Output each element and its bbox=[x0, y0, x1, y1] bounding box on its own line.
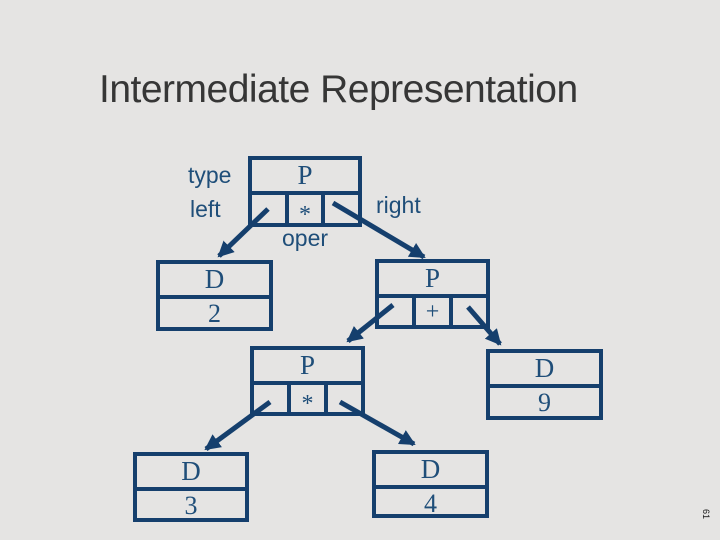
tree-node-d3: D 3 bbox=[133, 452, 249, 522]
asterisk-symbol: * bbox=[301, 391, 314, 417]
node-left-pointer-cell bbox=[252, 195, 285, 223]
node-left-pointer-cell bbox=[379, 298, 412, 325]
node-type-cell: P bbox=[424, 263, 441, 293]
node-right-pointer-cell bbox=[321, 195, 358, 223]
node-value-cell: 3 bbox=[137, 487, 245, 521]
tree-node-d2: D 2 bbox=[156, 260, 273, 331]
asterisk-symbol: * bbox=[299, 201, 311, 228]
node-value-cell: 2 bbox=[160, 295, 269, 329]
field-label-oper: oper bbox=[282, 225, 329, 251]
node-type-cell: D bbox=[420, 454, 441, 484]
node-pointer-row: + bbox=[379, 294, 486, 325]
field-label-type: type bbox=[188, 162, 232, 188]
node-type-cell: D bbox=[204, 264, 225, 294]
field-label-right: right bbox=[376, 192, 421, 218]
tree-node-d4: D 4 bbox=[372, 450, 489, 518]
tree-node-d9: D 9 bbox=[486, 349, 603, 420]
tree-node-mul2: P * bbox=[250, 346, 365, 417]
tree-node-plus: P + bbox=[375, 259, 490, 329]
node-right-pointer-cell bbox=[324, 385, 361, 412]
node-type-cell: D bbox=[534, 353, 555, 383]
node-pointer-row: * bbox=[252, 191, 358, 228]
node-type-cell: D bbox=[181, 456, 201, 486]
node-value-cell: 9 bbox=[490, 384, 599, 418]
node-left-pointer-cell bbox=[254, 385, 287, 412]
slide-title: Intermediate Representation bbox=[99, 68, 578, 111]
field-label-left: left bbox=[190, 196, 221, 222]
node-oper-cell: + bbox=[412, 298, 449, 325]
node-oper-cell: * bbox=[284, 195, 322, 228]
node-value-cell: 4 bbox=[376, 485, 485, 519]
slide-page-number: 61 bbox=[701, 508, 712, 520]
node-oper-cell: * bbox=[287, 385, 324, 417]
node-pointer-row: * bbox=[254, 381, 361, 417]
plus-symbol: + bbox=[425, 299, 440, 325]
node-type-cell: P bbox=[297, 160, 313, 190]
tree-node-root-mul: P * bbox=[248, 156, 362, 228]
node-type-cell: P bbox=[299, 350, 316, 380]
node-right-pointer-cell bbox=[449, 298, 486, 325]
